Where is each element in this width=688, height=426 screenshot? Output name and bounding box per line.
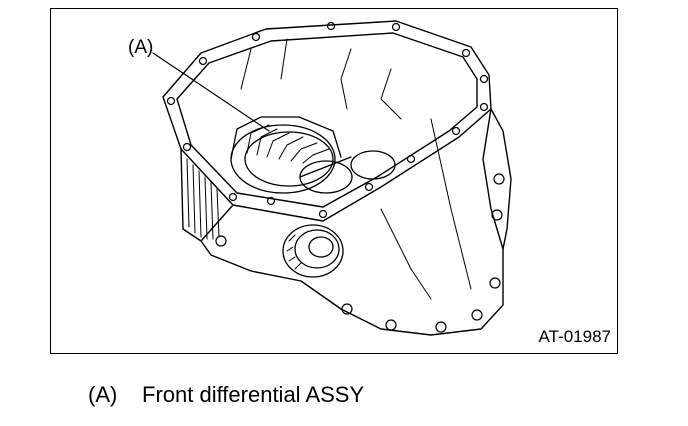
internal-details [240, 38, 472, 300]
housing-bolts [215, 173, 505, 333]
legend-text: Front differential ASSY [142, 382, 365, 407]
case-left-wall [180, 148, 234, 242]
diagram-frame: (A) AT-01987 [50, 8, 618, 354]
callout-label-a: (A) [128, 37, 154, 58]
side-bearing [282, 224, 344, 278]
figure-code: AT-01987 [538, 327, 611, 346]
legend-key: (A) [88, 382, 118, 407]
differential-case [299, 150, 396, 194]
case-right-housing [490, 108, 512, 250]
case-ribs [186, 158, 220, 240]
case-flange-inner [176, 32, 478, 208]
case-flange-outer [162, 20, 492, 222]
flange-bolt-holes [166, 21, 489, 219]
callout-leader-line [152, 52, 270, 132]
case-lower-body [200, 108, 504, 336]
legend-item: (A) Front differential ASSY [88, 382, 364, 408]
transmission-case-drawing [152, 20, 512, 336]
ring-gear [230, 116, 342, 194]
